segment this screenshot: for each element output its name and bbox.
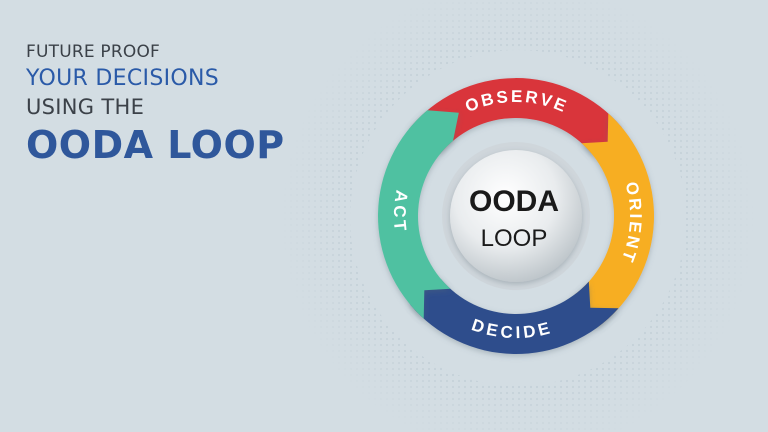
segment-decide-shape <box>410 273 619 354</box>
segment-act: ACT <box>378 110 459 319</box>
segment-orient: ORIENT <box>567 113 655 327</box>
segment-orient-shape <box>567 113 655 327</box>
headline-line-2: YOUR DECISIONS <box>26 66 220 91</box>
segment-act-shape <box>378 110 459 319</box>
headline: FUTURE PROOF YOUR DECISIONS USING THE OO… <box>26 42 285 167</box>
headline-line-4: OODA LOOP <box>26 123 285 167</box>
segment-observe: OBSERVE <box>408 78 622 159</box>
segment-act-label-text: ACT <box>389 189 408 235</box>
segment-decide: DECIDE <box>410 273 619 354</box>
center-hub: OODA LOOP <box>442 142 590 290</box>
segment-observe-shape <box>408 78 622 159</box>
headline-line-1: FUTURE PROOF <box>26 42 161 62</box>
segment-act-label: ACT <box>389 189 411 235</box>
headline-line-3: USING THE <box>26 95 145 119</box>
center-subtitle: LOOP <box>481 225 548 252</box>
center-title: OODA <box>469 185 559 218</box>
